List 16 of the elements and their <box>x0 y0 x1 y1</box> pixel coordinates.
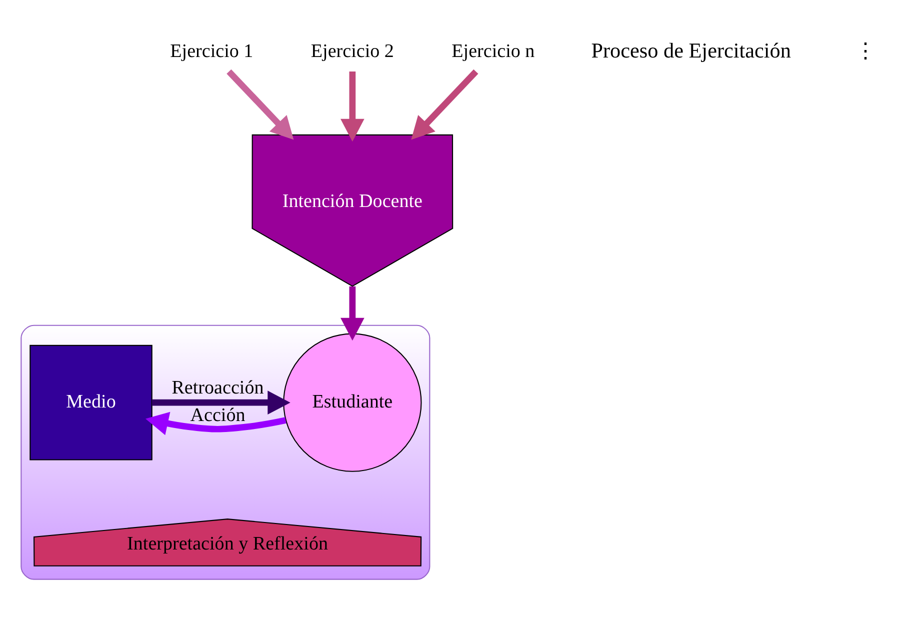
node-text: Ejercicio 2 <box>310 40 394 62</box>
arrow <box>226 69 294 140</box>
arrow <box>340 72 364 142</box>
edge-label: Retroacción <box>172 378 264 399</box>
arrow <box>411 69 478 140</box>
node-text: Ejercicio n <box>452 40 535 62</box>
node-circle: Estudiante <box>283 333 422 472</box>
label: Proceso de Ejercitación <box>591 38 791 63</box>
node-text: Ejercicio 1 <box>170 40 254 62</box>
node-box: Medio <box>30 344 152 460</box>
cluster <box>20 324 430 580</box>
arrow <box>340 286 364 341</box>
arrow <box>146 412 286 436</box>
arrow <box>152 390 290 415</box>
edge-label: Acción <box>190 405 246 426</box>
label: ⋮ <box>855 38 876 63</box>
